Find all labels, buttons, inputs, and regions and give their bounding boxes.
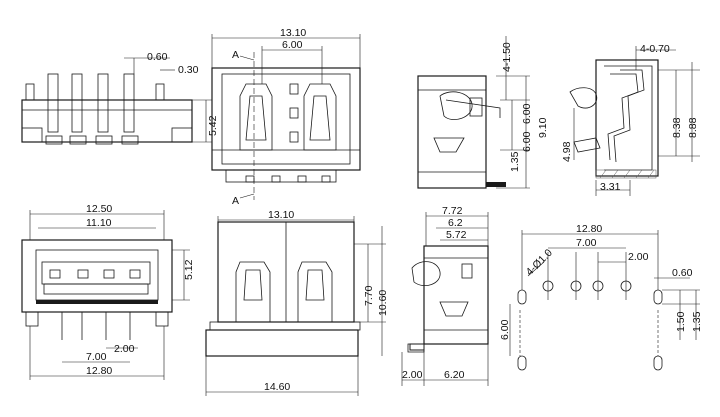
front-socket-view: 12.50 11.10 5.12 2.00 7.00 12.80 [21, 203, 195, 380]
dim-2-00-bottom: 2.00 [114, 343, 135, 355]
dim-1-35-fp: 1.35 [691, 311, 703, 332]
side-section-view-2: 7.72 6.2 5.72 2.00 6.20 [401, 205, 489, 386]
dim-13-10: 13.10 [280, 27, 306, 39]
dim-0-60: 0.60 [147, 51, 168, 63]
section-marker-a-bottom: A [232, 195, 239, 207]
dim-4-0-70: 4-0.70 [640, 43, 670, 55]
side-small-view: 4-0.70 8.38 8.88 4.98 3.31 [561, 43, 700, 196]
dim-8-38: 8.38 [671, 117, 683, 138]
dim-4-98: 4.98 [561, 141, 573, 162]
dim-6-00-lower: 6.00 [521, 131, 533, 152]
dim-12-80-fp: 12.80 [576, 223, 602, 235]
dim-2-00-side: 2.00 [402, 369, 423, 381]
dim-7-70: 7.70 [363, 285, 375, 306]
dim-6-00-side: 6.00 [521, 103, 533, 124]
dim-12-50: 12.50 [86, 203, 112, 215]
side-section-view: 4-1.50 6.00 9.10 6.00 1.35 [417, 36, 549, 189]
dim-5-72: 5.72 [446, 229, 467, 241]
dim-7-72: 7.72 [442, 205, 463, 217]
dim-0-60-fp: 0.60 [672, 267, 693, 279]
dim-3-31: 3.31 [600, 181, 621, 193]
top-view: A A 13.10 6.00 [211, 27, 361, 207]
top-large-view: 13.10 7.70 10.60 14.60 [205, 209, 389, 396]
dim-6-00-fp: 6.00 [499, 319, 511, 340]
pcb-footprint-view: 12.80 7.00 2.00 0.60 1.50 1.35 6.00 4-Ø1… [499, 223, 703, 371]
dim-6-00: 6.00 [282, 39, 303, 51]
dim-12-80-bottom: 12.80 [86, 365, 112, 377]
dim-8-88: 8.88 [687, 117, 699, 138]
dim-hole-dia: 4-Ø1.0 [524, 247, 555, 278]
dim-0-30: 0.30 [178, 64, 199, 76]
dim-11-10: 11.10 [86, 217, 112, 229]
section-marker-a-top: A [232, 49, 239, 61]
dim-1-35: 1.35 [509, 151, 521, 172]
dim-10-60: 10.60 [377, 290, 389, 316]
dim-7-00-fp: 7.00 [576, 237, 597, 249]
dim-1-50-fp: 1.50 [675, 311, 687, 332]
dim-6-20: 6.20 [444, 369, 465, 381]
dim-5-42: 5.42 [207, 115, 219, 136]
dim-2-00-fp: 2.00 [628, 251, 649, 263]
dim-6-2: 6.2 [448, 217, 463, 229]
dim-5-12: 5.12 [183, 259, 195, 280]
pin-group [45, 73, 139, 145]
dim-14-60: 14.60 [264, 381, 290, 393]
dim-13-10-large: 13.10 [268, 209, 294, 221]
dim-7-00-bottom: 7.00 [86, 351, 107, 363]
dim-9-10: 9.10 [537, 117, 549, 138]
front-pins-view: 0.60 0.30 5.42 [21, 51, 219, 145]
dim-4-1-50: 4-1.50 [501, 42, 513, 72]
